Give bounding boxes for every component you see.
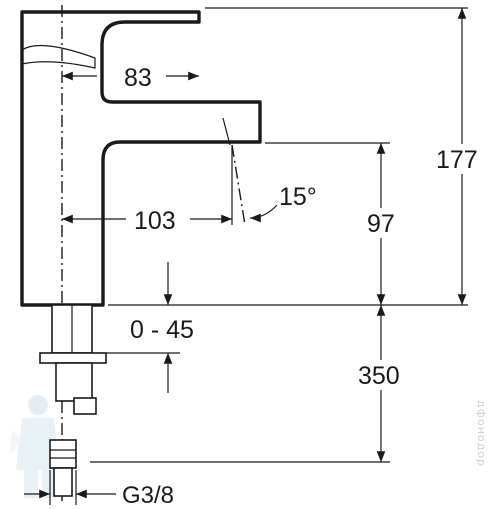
dim-label-83: 83	[124, 64, 152, 92]
dim-label-177-bg	[434, 144, 489, 174]
hose-end-fitting	[53, 467, 73, 497]
watermark-vertical-text: дфонодор	[475, 400, 488, 467]
fixing-nut	[55, 362, 93, 402]
faucet-body	[20, 10, 262, 307]
dim-label-97: 97	[367, 210, 395, 238]
hose-connector	[49, 439, 77, 469]
angle-arc	[249, 204, 278, 223]
dim-label-g38: G3/8	[122, 482, 174, 509]
dim-label-0-45: 0 - 45	[130, 316, 194, 344]
lever-detail	[21, 44, 96, 69]
dim-label-angle: 15°	[279, 183, 317, 211]
dim-label-177: 177	[436, 146, 478, 174]
dim-label-350-bg	[356, 360, 408, 390]
nut-tab	[73, 397, 97, 415]
aerator-outline	[222, 117, 231, 146]
dim-label-350: 350	[358, 362, 400, 390]
dim-label-103: 103	[134, 207, 176, 235]
dim-label-97-bg	[362, 208, 402, 238]
fixing-washer	[39, 352, 107, 364]
spout-angle-axis	[231, 144, 246, 226]
